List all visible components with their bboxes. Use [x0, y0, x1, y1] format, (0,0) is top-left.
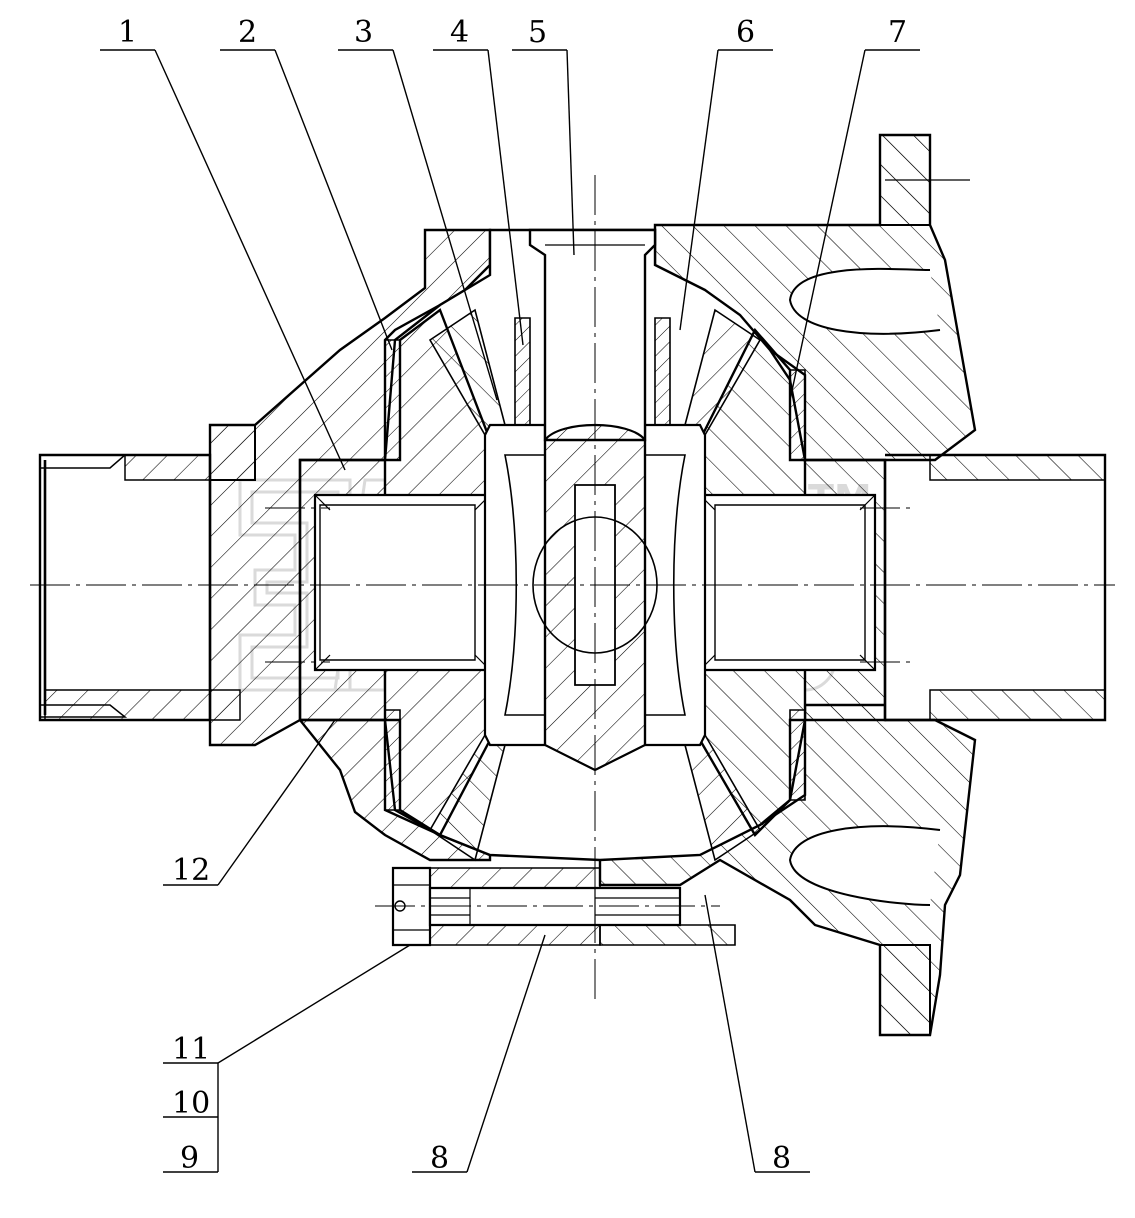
callout-label-1: 1: [118, 15, 137, 50]
callout-label-9: 9: [180, 1141, 199, 1176]
callouts: [100, 49, 920, 1173]
callout-7: [789, 49, 920, 401]
left-spline-bore: [313, 493, 492, 672]
callout-label-8a: 8: [430, 1141, 449, 1176]
callout-4: [433, 49, 524, 346]
pinion-washer-right: [654, 317, 671, 426]
thrust-washer-left-bottom: [384, 709, 401, 811]
callout-label-7: 7: [888, 15, 907, 50]
bolt-lower-wall-right: [599, 924, 736, 946]
cross-shaft: [528, 228, 658, 772]
callout-2: [220, 49, 393, 351]
callout-8a: [412, 934, 546, 1173]
callout-8b: [704, 894, 810, 1173]
clamp-bolt: [375, 866, 736, 947]
left-neck-thread-bottom: [40, 704, 128, 718]
right-spline-bore: [698, 493, 877, 672]
cross-shaft-body: [528, 228, 657, 442]
callout-label-3: 3: [354, 15, 373, 50]
right-neck-wall-top: [929, 454, 1106, 481]
centerlines: [30, 175, 1115, 1000]
left-neck-wall-top: [124, 454, 211, 481]
right-flange-recess-top: [788, 267, 941, 335]
callout-label-6: 6: [736, 15, 755, 50]
right-shaft-neck: [885, 453, 1107, 722]
callout-6: [679, 49, 773, 331]
callout-label-2: 2: [238, 15, 257, 50]
right-housing: [598, 133, 1107, 1037]
callout-label-10: 10: [172, 1086, 210, 1121]
callout-5: [512, 49, 575, 256]
callout-label-5: 5: [528, 15, 547, 50]
pinion-washer-left: [514, 317, 531, 426]
callout-label-8b: 8: [772, 1141, 791, 1176]
side-gear-left: [298, 308, 506, 862]
callout-3: [338, 49, 498, 401]
callout-9-10-11: [163, 944, 411, 1173]
callout-12: [163, 719, 336, 886]
callout-labels: 1 2 3 4 5 6 7 12 11 10 9 8 8: [118, 15, 907, 1176]
thrust-washers: [384, 339, 806, 811]
right-flange-recess-bottom: [788, 825, 941, 906]
callout-1: [100, 49, 346, 471]
left-neck-thread-top: [40, 454, 128, 469]
right-flange-bottom: [879, 944, 931, 1036]
thrust-washer-left-top: [384, 339, 401, 461]
callout-label-11: 11: [172, 1032, 210, 1067]
callout-label-12: 12: [172, 853, 210, 888]
thrust-washer-right-top: [789, 369, 806, 461]
right-neck-wall-bottom: [929, 689, 1106, 721]
thrust-washer-right-bottom: [789, 709, 806, 801]
callout-label-4: 4: [450, 15, 469, 50]
left-shaft-neck: [38, 453, 212, 722]
bolt-lower-wall: [429, 924, 601, 946]
